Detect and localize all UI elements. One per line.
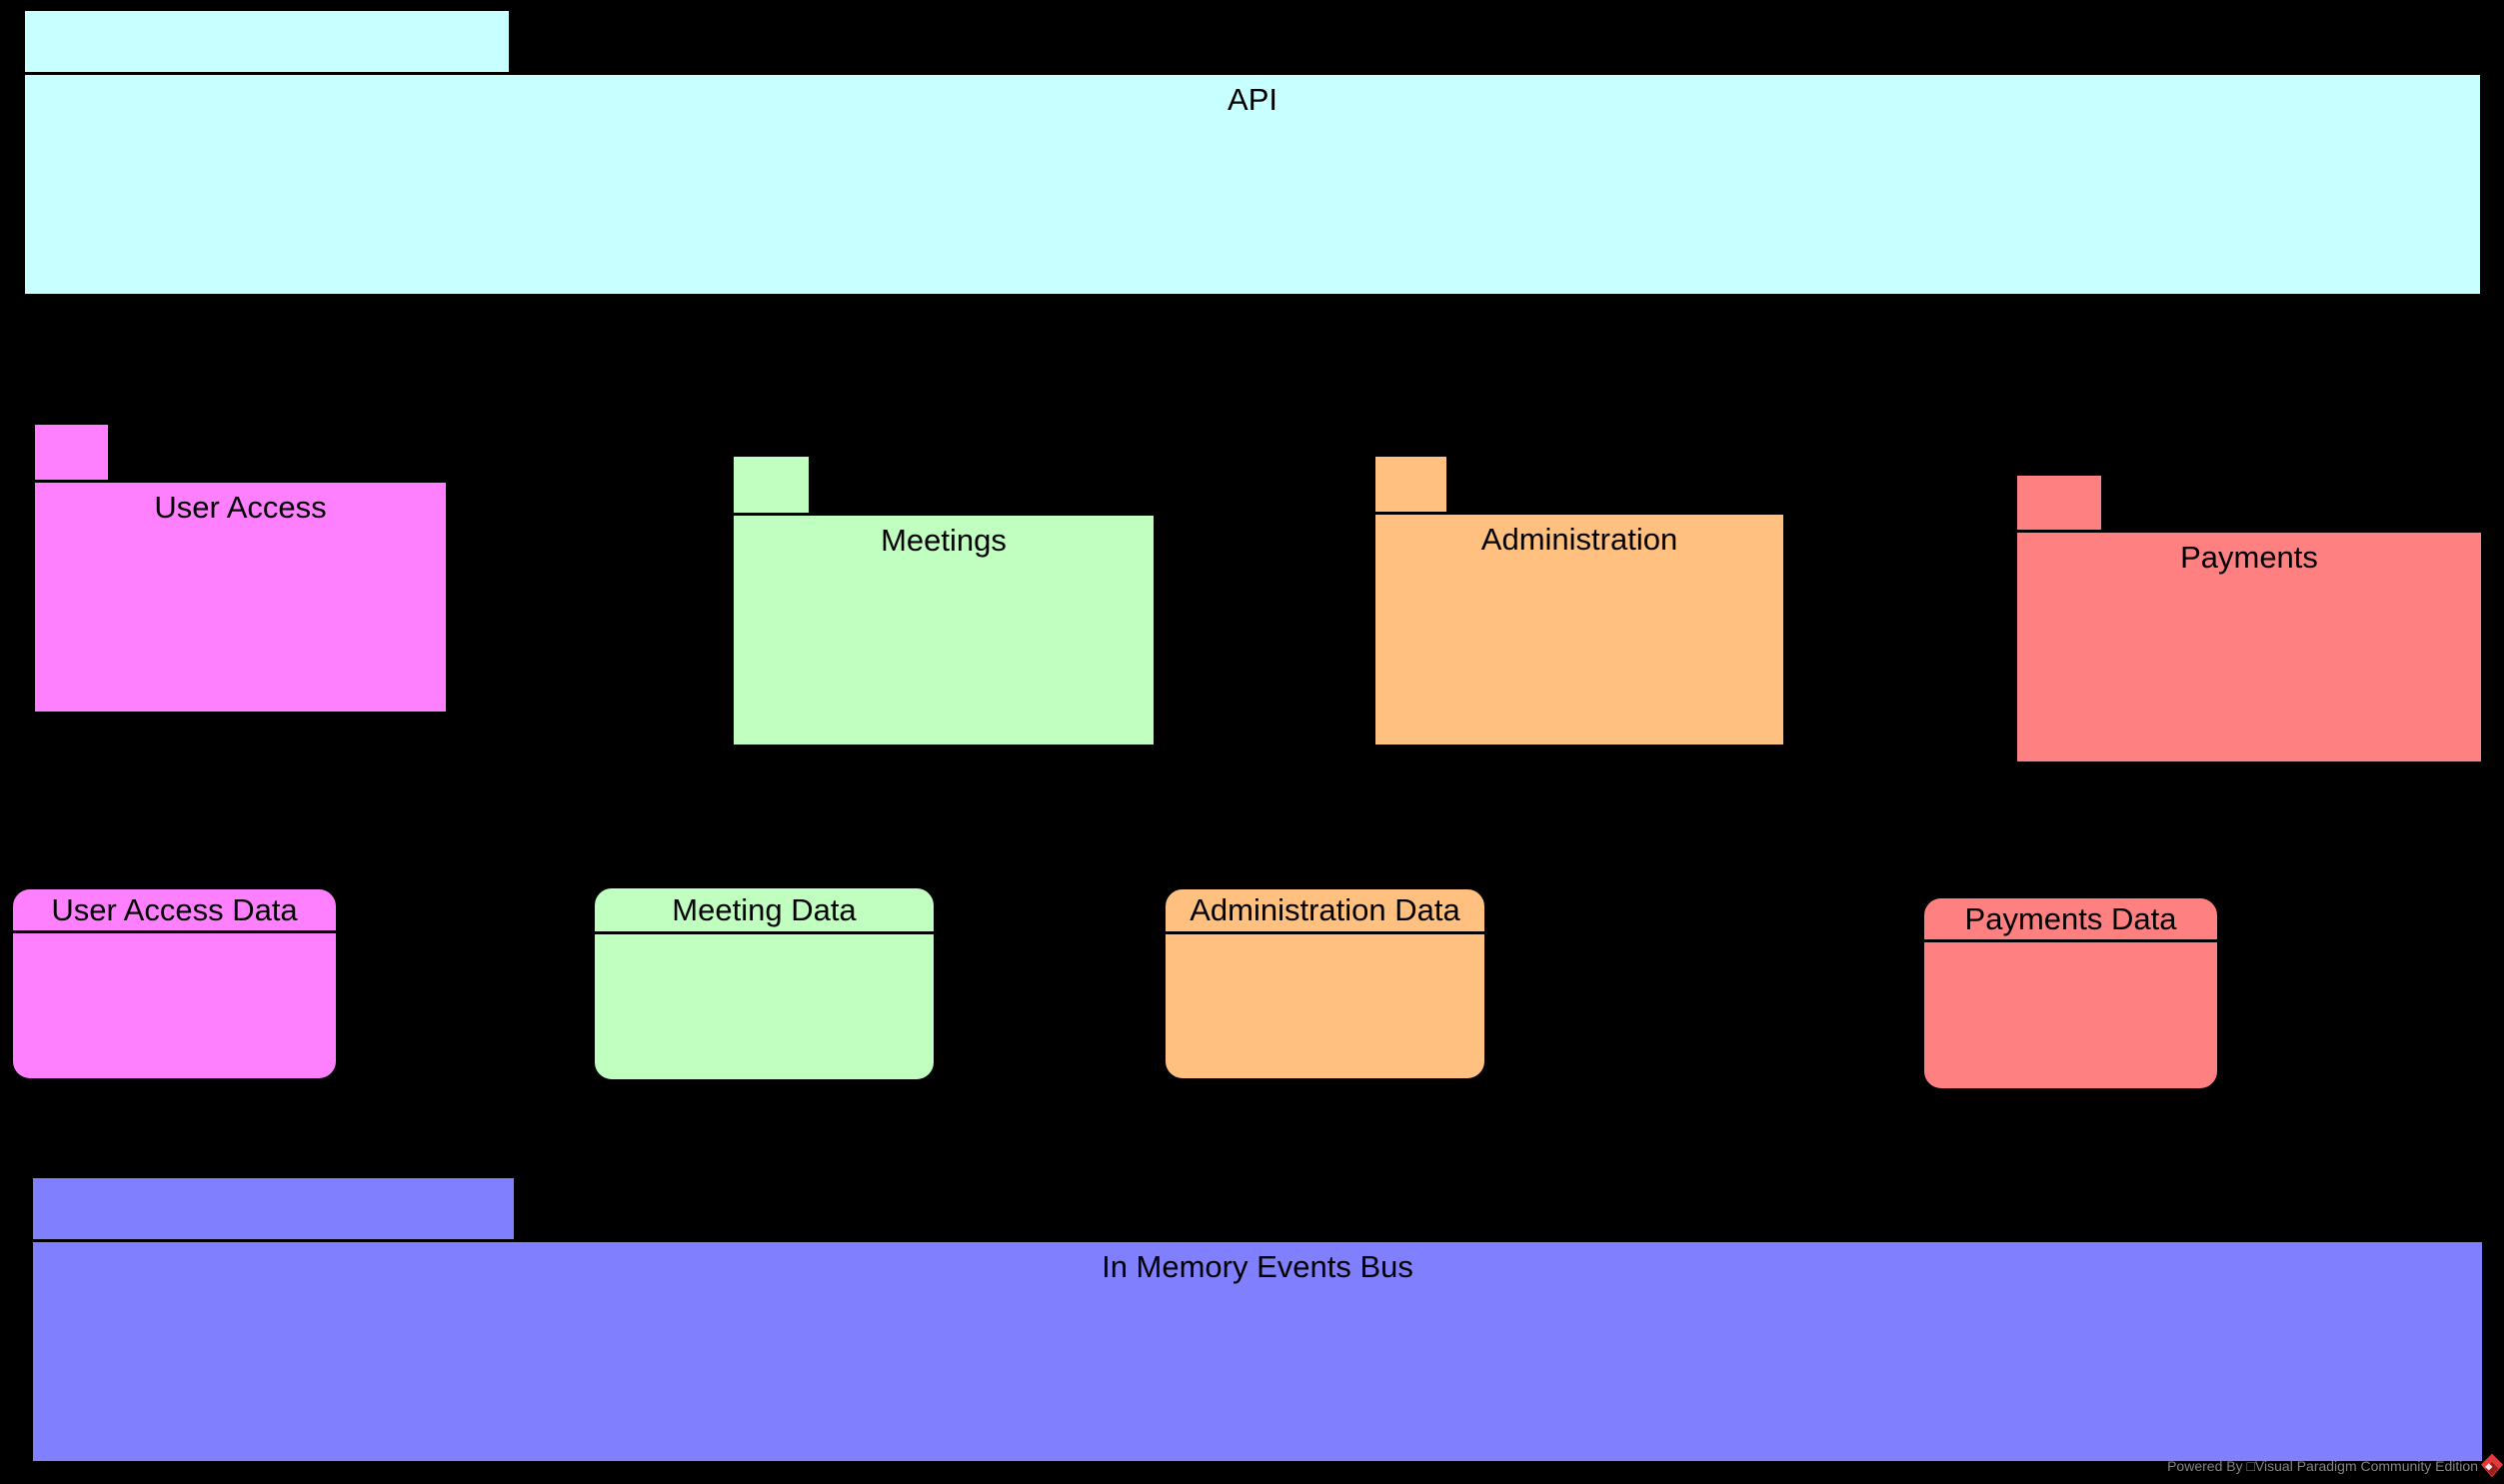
package-api-tab	[22, 8, 512, 72]
datastore-administration-data[interactable]: Administration Data	[1163, 886, 1487, 1081]
datastore-payments-data[interactable]: Payments Data	[1921, 895, 2220, 1091]
package-user-access-body: User Access	[32, 480, 449, 715]
package-payments-body: Payments	[2014, 530, 2484, 764]
datastore-administration-data-label: Administration Data	[1190, 892, 1460, 927]
package-user-access-tab	[32, 422, 111, 480]
datastore-meeting-data[interactable]: Meeting Data	[592, 885, 937, 1082]
package-payments-tab	[2014, 473, 2104, 530]
package-administration-tab	[1372, 454, 1449, 512]
package-meetings-label: Meetings	[881, 523, 1007, 558]
package-administration-label: Administration	[1480, 522, 1678, 557]
package-events-bus-tab	[30, 1175, 517, 1239]
package-user-access-label: User Access	[154, 490, 327, 525]
package-administration-body: Administration	[1372, 512, 1786, 747]
datastore-administration-data-header: Administration Data	[1166, 889, 1484, 934]
watermark-text: Powered By □Visual Paradigm Community Ed…	[2167, 1457, 2478, 1474]
package-meetings-tab	[731, 454, 812, 513]
package-api-body: API	[22, 72, 2483, 297]
package-payments-label: Payments	[2180, 540, 2318, 575]
datastore-meeting-data-header: Meeting Data	[595, 888, 934, 934]
datastore-payments-data-label: Payments Data	[1964, 900, 2177, 936]
datastore-meeting-data-label: Meeting Data	[672, 891, 857, 927]
package-events-bus-label: In Memory Events Bus	[1102, 1249, 1413, 1284]
datastore-payments-data-header: Payments Data	[1924, 898, 2217, 942]
vp-watermark: Powered By □Visual Paradigm Community Ed…	[2167, 1453, 2503, 1478]
package-api-label: API	[1228, 82, 1277, 117]
visual-paradigm-logo-icon	[2481, 1453, 2503, 1478]
package-meetings-body: Meetings	[731, 513, 1157, 747]
package-events-bus-body: In Memory Events Bus	[30, 1239, 2485, 1464]
datastore-user-access-data-header: User Access Data	[13, 889, 336, 933]
datastore-user-access-data-label: User Access Data	[51, 891, 298, 927]
datastore-user-access-data[interactable]: User Access Data	[10, 886, 339, 1081]
